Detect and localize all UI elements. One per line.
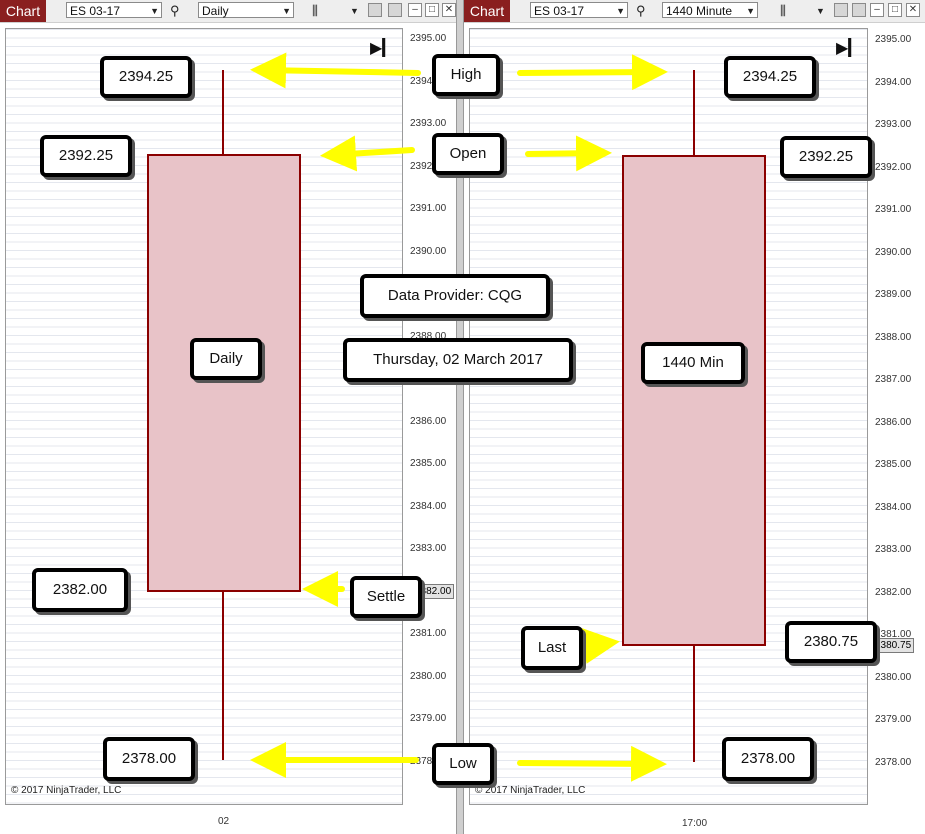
- left-x-axis-label: 02: [218, 816, 230, 827]
- right-price-label: 2379.00: [875, 714, 912, 725]
- search-icon[interactable]: ⚲: [170, 3, 180, 18]
- left-price-label: 2383.00: [410, 543, 447, 554]
- callout-right-low-value: 2378.00: [722, 737, 814, 781]
- left-price-label: 2395.00: [410, 33, 447, 44]
- callout-settle: Settle: [350, 576, 422, 618]
- right-price-label: 2386.00: [875, 416, 912, 428]
- right-price-label: 2383.00: [875, 544, 912, 555]
- dropdown-arrow-icon[interactable]: ▼: [816, 6, 825, 16]
- left-price-label: 2381.00: [410, 628, 447, 639]
- left-price-tag: 2382.00: [412, 584, 455, 599]
- left-price-label: 2392.00: [410, 160, 447, 172]
- right-chart-pane: Chart ES 03-17 ▼ ⚲ 1440 Minute ▼ ⫼ ▼ – □…: [464, 0, 925, 834]
- callout-right-high-value: 2394.25: [724, 56, 816, 98]
- close-button[interactable]: ✕: [906, 3, 920, 17]
- left-price-label: 2393.00: [410, 118, 447, 129]
- right-price-label: 2389.00: [875, 289, 912, 300]
- left-price-label: 2390.00: [410, 245, 447, 257]
- chevron-down-icon: ▼: [616, 6, 625, 16]
- right-x-axis-label: 17:00: [682, 818, 708, 829]
- right-price-label: 2392.00: [875, 161, 912, 173]
- scroll-to-end-icon[interactable]: ▶▎: [370, 40, 395, 57]
- dropdown-arrow-icon[interactable]: ▼: [350, 6, 359, 16]
- right-chart-tab[interactable]: Chart: [464, 0, 510, 22]
- maximize-button[interactable]: □: [888, 3, 902, 17]
- callout-right-candle-label: 1440 Min: [641, 342, 745, 384]
- callout-left-candle-label: Daily: [190, 338, 262, 380]
- right-price-label: 2394.00: [875, 76, 912, 88]
- left-chart-tab[interactable]: Chart: [0, 0, 46, 22]
- callout-left-low-value: 2378.00: [103, 737, 195, 781]
- window-button-2[interactable]: [388, 3, 402, 17]
- right-price-label: 2380.00: [875, 671, 912, 683]
- left-price-label: 2386.00: [410, 415, 447, 427]
- window-button-1[interactable]: [834, 3, 848, 17]
- left-price-label: 2391.00: [410, 203, 447, 214]
- maximize-button[interactable]: □: [425, 3, 439, 17]
- callout-left-settle-value: 2382.00: [32, 568, 128, 612]
- right-instrument-value: ES 03-17: [534, 4, 585, 18]
- right-price-tag: 2380.75: [872, 638, 915, 653]
- right-price-label: 2391.00: [875, 204, 912, 215]
- callout-date: Thursday, 02 March 2017: [343, 338, 573, 382]
- left-instrument-value: ES 03-17: [70, 4, 121, 18]
- chevron-down-icon: ▼: [746, 6, 755, 16]
- left-price-label: 2394.00: [410, 75, 447, 87]
- chevron-down-icon: ▼: [150, 6, 159, 16]
- left-chart-pane: Chart ES 03-17 ▼ ⚲ Daily ▼ ⫼ ▼ – □ ✕ ▶▎ …: [0, 0, 456, 834]
- left-price-label: 2380.00: [410, 670, 447, 682]
- left-interval-select[interactable]: Daily ▼: [198, 2, 294, 18]
- right-price-label: 2393.00: [875, 119, 912, 130]
- candlestick-style-icon[interactable]: ⫼: [312, 3, 318, 18]
- minimize-button[interactable]: –: [870, 3, 884, 17]
- right-copyright: © 2017 NinjaTrader, LLC: [475, 785, 586, 796]
- window-button-1[interactable]: [368, 3, 382, 17]
- minimize-button[interactable]: –: [408, 3, 422, 17]
- left-price-label: 2385.00: [410, 458, 447, 469]
- callout-high: High: [432, 54, 500, 96]
- scroll-to-end-icon[interactable]: ▶▎: [836, 40, 861, 57]
- left-price-label: 2384.00: [410, 500, 447, 512]
- search-icon[interactable]: ⚲: [636, 3, 646, 18]
- callout-left-high-value: 2394.25: [100, 56, 192, 98]
- callout-left-open-value: 2392.25: [40, 135, 132, 177]
- right-price-label: 2390.00: [875, 246, 912, 258]
- left-toolbar: Chart ES 03-17 ▼ ⚲ Daily ▼ ⫼ ▼ – □ ✕: [0, 0, 456, 23]
- window-button-2[interactable]: [852, 3, 866, 17]
- chevron-down-icon: ▼: [282, 6, 291, 16]
- right-instrument-select[interactable]: ES 03-17 ▼: [530, 2, 628, 18]
- right-price-label: 2388.00: [875, 331, 912, 343]
- right-interval-select[interactable]: 1440 Minute ▼: [662, 2, 758, 18]
- right-price-label: 2385.00: [875, 459, 912, 470]
- candlestick-style-icon[interactable]: ⫼: [780, 3, 786, 18]
- left-instrument-select[interactable]: ES 03-17 ▼: [66, 2, 162, 18]
- right-price-label: 2382.00: [875, 586, 912, 598]
- pane-splitter[interactable]: [456, 0, 464, 834]
- callout-data-provider: Data Provider: CQG: [360, 274, 550, 318]
- right-price-label: 2378.00: [875, 756, 912, 768]
- right-price-label: 2381.00: [875, 629, 912, 640]
- callout-low: Low: [432, 743, 494, 785]
- left-copyright: © 2017 NinjaTrader, LLC: [11, 785, 122, 796]
- left-price-label: 2388.00: [410, 330, 447, 342]
- left-price-label: 2378.00: [410, 755, 447, 767]
- callout-right-last-value: 2380.75: [785, 621, 877, 663]
- right-price-label: 2387.00: [875, 374, 912, 385]
- close-button[interactable]: ✕: [442, 3, 456, 17]
- right-interval-value: 1440 Minute: [666, 4, 733, 18]
- callout-right-open-value: 2392.25: [780, 136, 872, 178]
- callout-last: Last: [521, 626, 583, 670]
- left-interval-value: Daily: [202, 4, 229, 18]
- right-toolbar: Chart ES 03-17 ▼ ⚲ 1440 Minute ▼ ⫼ ▼ – □…: [464, 0, 925, 23]
- right-price-label: 2384.00: [875, 501, 912, 513]
- callout-open: Open: [432, 133, 504, 175]
- left-price-label: 2379.00: [410, 713, 447, 724]
- right-candle-body: [622, 155, 766, 646]
- right-price-label: 2395.00: [875, 34, 912, 45]
